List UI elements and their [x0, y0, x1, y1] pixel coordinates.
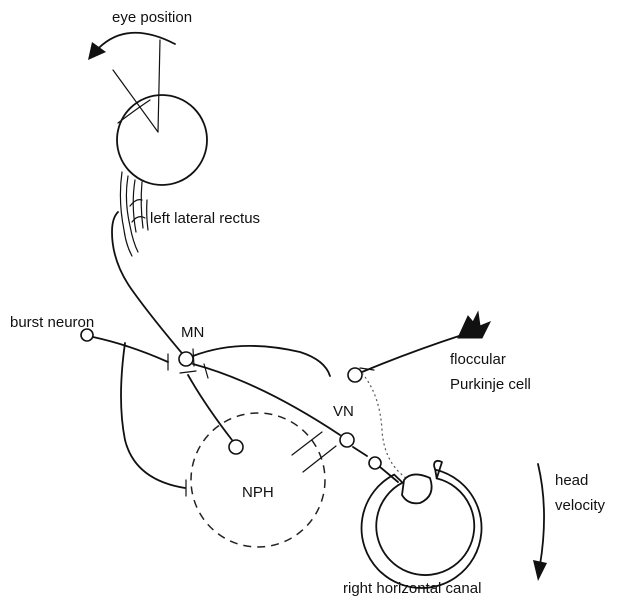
- vn-label: VN: [333, 403, 354, 420]
- horizontal-canal-icon: [362, 461, 482, 588]
- left-lateral-rectus-label: left lateral rectus: [150, 210, 260, 227]
- mn-axon: [112, 212, 186, 358]
- burst-neuron-soma: [81, 329, 93, 341]
- purkinje-axon: [362, 335, 462, 372]
- velocity-label: velocity: [555, 497, 606, 514]
- mn-to-vn-link: [193, 364, 340, 435]
- vn-upper-soma: [348, 368, 362, 382]
- burst-neuron-label: burst neuron: [10, 314, 94, 331]
- lateral-rectus-muscle: [120, 172, 148, 256]
- vn-to-nph-synapse-b: [303, 446, 336, 472]
- burst-neuron-axon: [93, 337, 168, 362]
- mn-label: MN: [181, 324, 204, 341]
- mn-soma: [179, 352, 193, 366]
- mn-to-nph-branch: [188, 375, 232, 440]
- floccular-label: floccular: [450, 351, 506, 368]
- vn-lower-soma: [340, 433, 354, 447]
- curved-arrow-icon: [533, 464, 547, 581]
- eye-position-label: eye position: [112, 9, 192, 26]
- vn-to-mn-axon: [193, 346, 330, 376]
- nph-label: NPH: [242, 484, 274, 501]
- vn-primary-afferent: [353, 447, 367, 456]
- mn-input-synapse: [204, 364, 208, 378]
- mn-branch-synapse: [180, 371, 196, 373]
- head-label: head: [555, 472, 588, 489]
- purkinje-cell-label: Purkinje cell: [450, 376, 531, 393]
- purkinje-cell-icon: [458, 312, 490, 338]
- nph-boundary: [191, 413, 325, 547]
- vn-to-nph-synapse-a: [292, 432, 322, 455]
- right-horizontal-canal-label: right horizontal canal: [343, 580, 481, 597]
- eye-position-arrow-icon: [88, 33, 175, 60]
- burst-neuron-collateral: [121, 343, 185, 488]
- nph-neuron-soma: [229, 440, 243, 454]
- eye-icon: [113, 40, 207, 185]
